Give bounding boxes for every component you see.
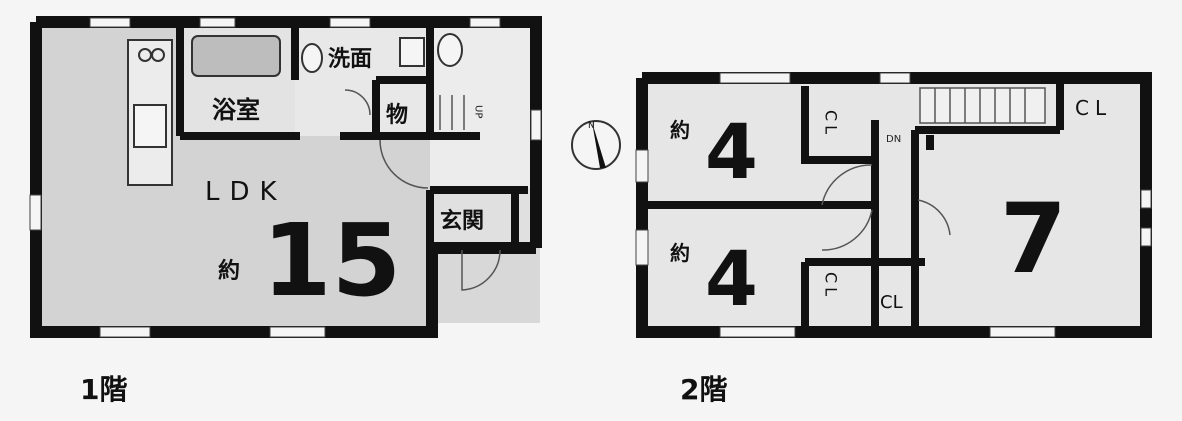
floor-2-interior-walls [642,82,1064,332]
room-a-prefix: 約 [670,118,690,142]
ldk-label: LDK [205,177,287,207]
kitchen-counter [127,39,173,186]
floor-1-doors [344,89,501,291]
room-a-size: 4 [705,107,758,196]
floor-1-windows [29,17,542,338]
up-label: UP [473,105,484,118]
floor-1-interior-walls [176,28,528,250]
floor-2-title: 2階 [680,373,728,406]
closet-c-label: CL [1075,96,1112,120]
floor-2-doors [821,164,951,251]
floor-2-windows [635,72,1152,338]
down-label: DN [886,134,901,145]
entrance-porch [430,245,540,323]
floor-1-stairs [439,95,465,130]
storage-label: 物 [386,102,408,128]
room-c-size: 7 [1000,183,1067,295]
floor-2-plan: 約 4 約 4 7 CL CL CL CL DN [635,72,1152,338]
wash-bowl [301,43,323,73]
closet-a-label: CL [822,110,841,138]
floor-2-stairs [919,87,1046,124]
bathtub [191,35,281,77]
washbasin [399,37,425,67]
entrance-label: 玄関 [440,208,484,234]
floor-1-plan: 浴室 洗面 物 UP LDK 約 15 玄関 [29,16,542,338]
room-b-size: 4 [705,234,758,323]
ldk-size-prefix: 約 [218,258,240,284]
toilet [437,33,463,67]
washroom-label: 洗面 [328,47,372,72]
floor-1-title: 1階 [80,373,128,406]
north-compass-icon: N [571,120,621,170]
room-b-prefix: 約 [670,241,690,265]
closet-d-label: CL [880,292,903,313]
svg-text:N: N [588,121,595,131]
closet-b-label: CL [822,272,841,300]
bath-label: 浴室 [212,96,260,124]
ldk-size-value: 15 [262,202,401,319]
